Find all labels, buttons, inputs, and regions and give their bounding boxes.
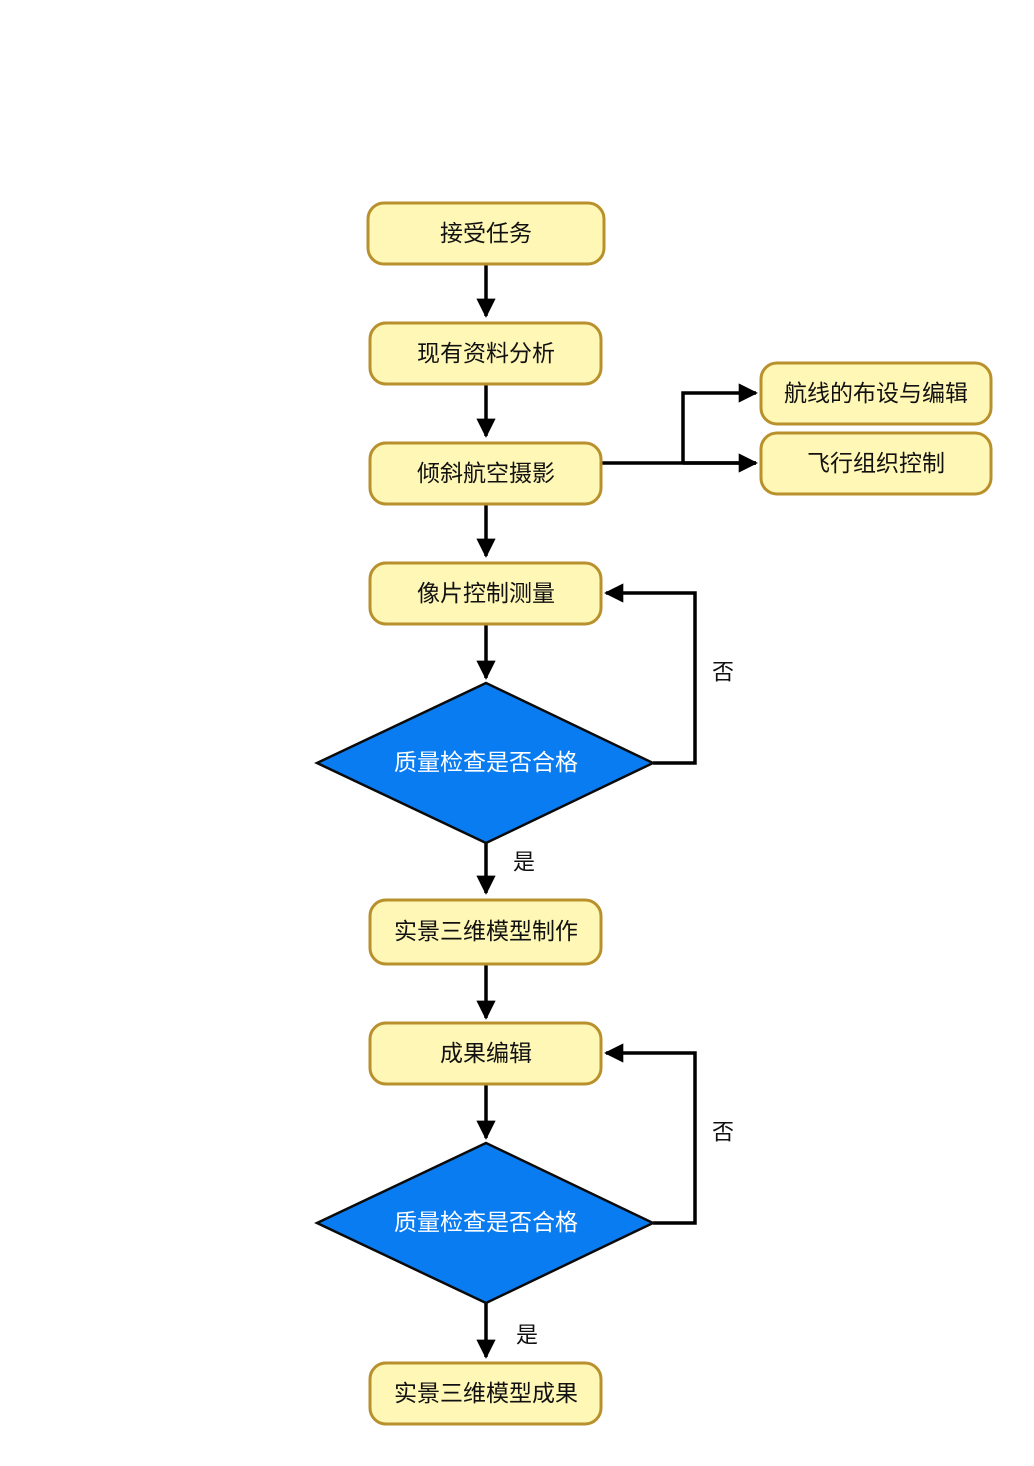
node-route-design-label: 航线的布设与编辑 <box>784 381 968 407</box>
node-control-survey: 像片控制测量 <box>368 561 603 626</box>
node-analysis-label: 现有资料分析 <box>417 341 555 367</box>
node-control-survey-label: 像片控制测量 <box>417 581 555 607</box>
node-route-design: 航线的布设与编辑 <box>759 361 993 426</box>
node-qc2: 质量检查是否合格 <box>314 1141 656 1305</box>
edge-label-yes-1: 是 <box>513 851 535 876</box>
edges <box>476 264 758 1359</box>
node-oblique: 倾斜航空摄影 <box>368 441 603 506</box>
edge-label-yes-2: 是 <box>516 1324 538 1349</box>
node-result: 实景三维模型成果 <box>368 1361 603 1426</box>
node-modeling-label: 实景三维模型制作 <box>394 919 578 945</box>
node-qc2-label: 质量检查是否合格 <box>394 1210 578 1236</box>
edge-label-no-1: 否 <box>712 661 734 686</box>
node-qc1-label: 质量检查是否合格 <box>394 750 578 776</box>
node-analysis: 现有资料分析 <box>368 321 603 386</box>
node-qc1: 质量检查是否合格 <box>314 681 656 845</box>
node-modeling: 实景三维模型制作 <box>368 898 603 966</box>
node-flight-control: 飞行组织控制 <box>759 431 993 496</box>
edge-qc1-no-loop <box>604 583 697 765</box>
node-start-label: 接受任务 <box>440 221 532 247</box>
node-result-label: 实景三维模型成果 <box>394 1381 578 1407</box>
node-start: 接受任务 <box>366 201 606 266</box>
edge-oblique-branch-route-design <box>681 383 758 463</box>
node-flight-control-label: 飞行组织控制 <box>807 451 945 477</box>
edge-qc2-no-loop <box>604 1043 697 1225</box>
edge-label-no-2: 否 <box>712 1121 734 1146</box>
node-editing-label: 成果编辑 <box>440 1041 532 1067</box>
node-oblique-label: 倾斜航空摄影 <box>417 461 555 487</box>
node-editing: 成果编辑 <box>368 1021 603 1086</box>
